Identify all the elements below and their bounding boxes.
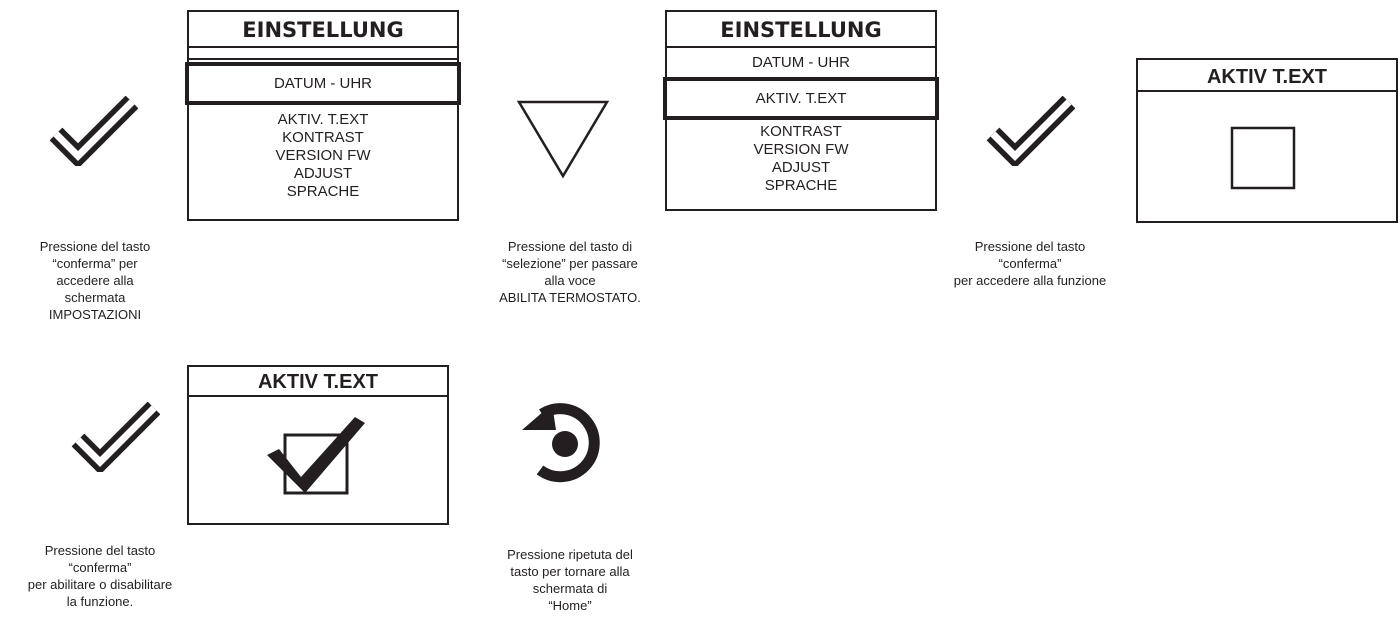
menu-items: KONTRAST VERSION FW ADJUST SPRACHE bbox=[753, 123, 849, 194]
check-icon bbox=[986, 96, 1075, 166]
selected-menu-item: DATUM - UHR bbox=[185, 62, 461, 105]
triangle-down-icon bbox=[516, 100, 610, 179]
screen-title: AKTIV T.EXT bbox=[257, 371, 378, 393]
step-2-caption: Pressione del tasto di “selezione” per p… bbox=[499, 239, 641, 305]
divider bbox=[667, 46, 935, 48]
screen-title: EINSTELLUNG bbox=[242, 18, 404, 42]
aktiv-text-screen-unchecked: AKTIV T.EXT bbox=[1136, 58, 1398, 223]
checked-box-icon bbox=[267, 417, 365, 495]
check-icon bbox=[49, 96, 138, 166]
unchecked-box-icon bbox=[1230, 126, 1296, 190]
menu-item-above: DATUM - UHR bbox=[751, 54, 851, 71]
screen-title: EINSTELLUNG bbox=[720, 18, 882, 42]
step-1-caption: Pressione del tasto “conferma” per acced… bbox=[39, 239, 151, 322]
aktiv-text-screen-checked: AKTIV T.EXT bbox=[187, 365, 449, 525]
selected-menu-item: AKTIV. T.EXT bbox=[663, 77, 939, 120]
check-icon bbox=[71, 402, 160, 472]
step-4-caption: Pressione del tasto “conferma” per abili… bbox=[27, 543, 173, 609]
selected-menu-label: DATUM - UHR bbox=[273, 75, 373, 92]
back-return-icon bbox=[522, 403, 600, 483]
settings-screen-1: EINSTELLUNG AKTIV. T.EXT KONTRAST VERSIO… bbox=[187, 10, 459, 221]
divider bbox=[189, 395, 447, 397]
menu-items: AKTIV. T.EXT KONTRAST VERSION FW ADJUST … bbox=[275, 111, 371, 200]
divider bbox=[189, 46, 457, 48]
step-5-caption: Pressione ripetuta del tasto per tornare… bbox=[507, 547, 633, 613]
divider bbox=[1138, 90, 1396, 92]
screen-title: AKTIV T.EXT bbox=[1206, 66, 1327, 88]
selected-menu-label: AKTIV. T.EXT bbox=[755, 90, 847, 107]
divider bbox=[189, 58, 457, 60]
step-3-caption: Pressione del tasto “conferma” per acced… bbox=[953, 239, 1107, 288]
